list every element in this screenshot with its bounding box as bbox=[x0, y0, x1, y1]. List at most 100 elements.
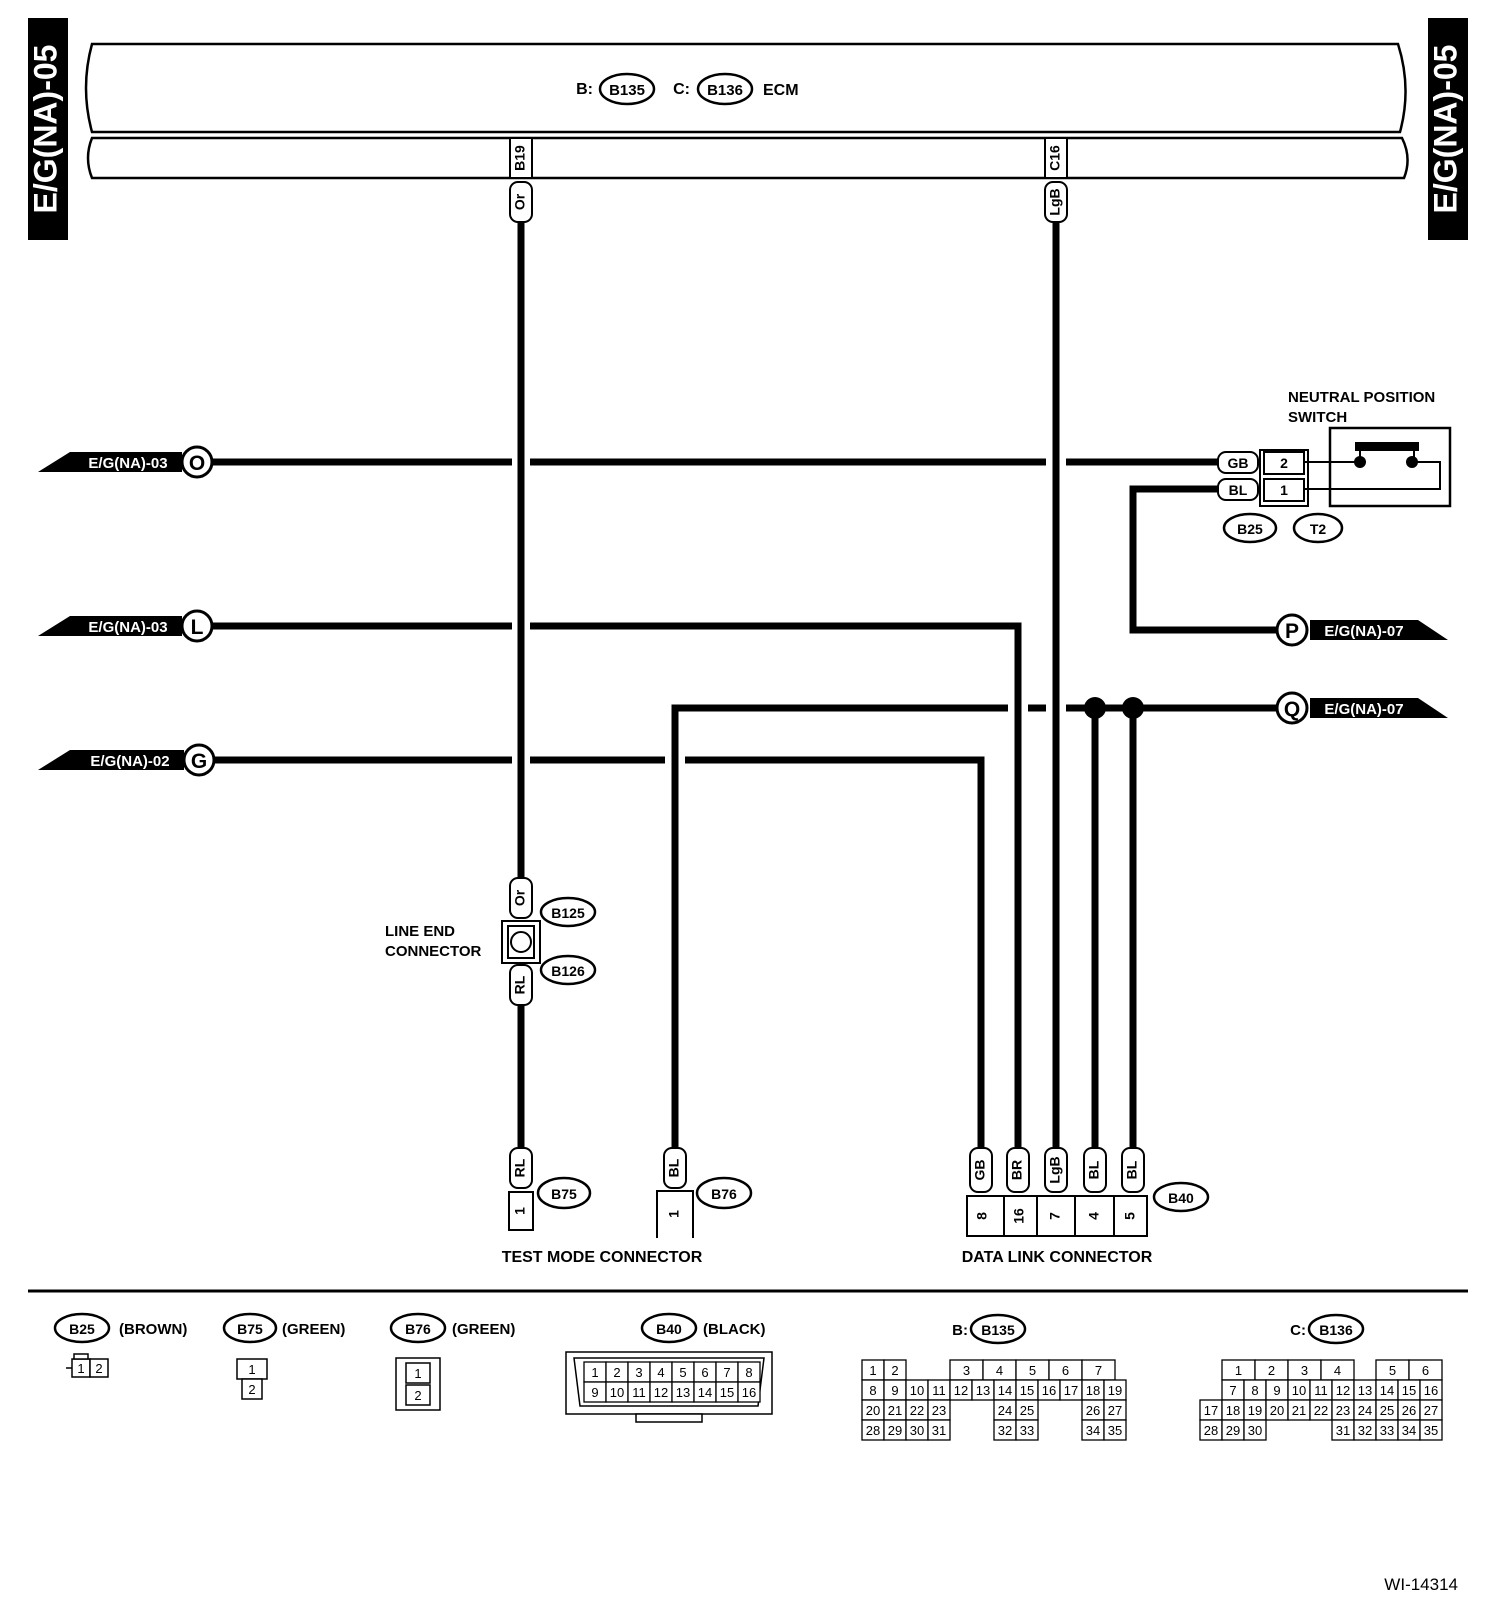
legend-b135-pin-5: 5 bbox=[1029, 1363, 1036, 1378]
legend-b136-pin-24: 24 bbox=[1358, 1403, 1372, 1418]
legend-b136-pin-26: 26 bbox=[1402, 1403, 1416, 1418]
dlc-wire-bl-5: BL bbox=[1124, 1160, 1140, 1179]
data-link-connector: GB BR LgB BL BL 8 16 7 4 5 B40 DATA LINK… bbox=[962, 1147, 1210, 1266]
legend-b40-pin-16: 16 bbox=[742, 1385, 756, 1400]
legend-b40-id: B40 bbox=[656, 1321, 682, 1337]
legend-b136-pin-12: 12 bbox=[1336, 1383, 1350, 1398]
offpage-right-p: E/G(NA)-07 P bbox=[1275, 613, 1448, 647]
legend-b40-pin-13: 13 bbox=[676, 1385, 690, 1400]
legend-b40-pin-1: 1 bbox=[591, 1365, 598, 1380]
legend-b135-pin-29: 29 bbox=[888, 1423, 902, 1438]
legend-b135-pin-35: 35 bbox=[1108, 1423, 1122, 1438]
legend-b136-pin-6: 6 bbox=[1422, 1363, 1429, 1378]
legend-b136-pin-15: 15 bbox=[1402, 1383, 1416, 1398]
legend-b135-pin-10: 10 bbox=[910, 1383, 924, 1398]
ecm-unit: B: B135 C: B136 ECM B19 C16 bbox=[84, 42, 1409, 180]
offpage-p-marker: P bbox=[1285, 620, 1299, 643]
neutral-wire-gb: GB bbox=[1228, 455, 1249, 471]
offpage-left-g: E/G(NA)-02 G bbox=[38, 743, 216, 777]
dlc-wire-lgb: LgB bbox=[1047, 1156, 1063, 1183]
legend-b40-pin-9: 9 bbox=[591, 1385, 598, 1400]
legend-b75: B75 (GREEN) 1 2 bbox=[222, 1312, 345, 1400]
legend-b135-pin-4: 4 bbox=[996, 1363, 1003, 1378]
neutral-connector-t2: T2 bbox=[1310, 521, 1327, 537]
line-end-label-2: CONNECTOR bbox=[385, 943, 482, 960]
legend-b135-pin-1: 1 bbox=[869, 1363, 876, 1378]
legend-b136-pin-9: 9 bbox=[1273, 1383, 1280, 1398]
b75-pin-1: 1 bbox=[512, 1207, 528, 1215]
ecm-pin-c16: C16 bbox=[1047, 145, 1063, 171]
legend-b136-pin-32: 32 bbox=[1358, 1423, 1372, 1438]
legend-b40-pin-10: 10 bbox=[610, 1385, 624, 1400]
wires bbox=[212, 222, 1278, 1148]
legend-b135-prefix: B: bbox=[952, 1322, 968, 1339]
b76-connector: B76 bbox=[711, 1186, 737, 1202]
test-mode-label: TEST MODE CONNECTOR bbox=[502, 1249, 703, 1266]
dlc-pin-5: 5 bbox=[1122, 1212, 1138, 1220]
dlc-wire-bl-4: BL bbox=[1086, 1160, 1102, 1179]
legend-b135-pin-18: 18 bbox=[1086, 1383, 1100, 1398]
wire-tag-c16: LgB bbox=[1047, 188, 1063, 215]
ecm-label: ECM bbox=[763, 82, 799, 99]
ecm-pin-b19: B19 bbox=[512, 145, 528, 171]
legend-b135-pin-33-cell bbox=[1015, 1419, 1039, 1441]
legend-b135-pin-8: 8 bbox=[869, 1383, 876, 1398]
legend-b135-pin-24: 24 bbox=[998, 1403, 1012, 1418]
legend-b136-pin-16: 16 bbox=[1424, 1383, 1438, 1398]
legend-b135-pin-30: 30 bbox=[910, 1423, 924, 1438]
legend-b136-pin-14: 14 bbox=[1380, 1383, 1394, 1398]
legend-b136-pin-33: 33 bbox=[1380, 1423, 1394, 1438]
b75-connector: B75 bbox=[551, 1186, 577, 1202]
legend-b136-pin-35: 35 bbox=[1424, 1423, 1438, 1438]
legend-b40-pin-14: 14 bbox=[698, 1385, 712, 1400]
legend-b135-pin-27: 27 bbox=[1108, 1403, 1122, 1418]
legend-b136-pin-10: 10 bbox=[1292, 1383, 1306, 1398]
page-tag-left: E/G(NA)-05 bbox=[27, 18, 68, 240]
legend-b135-pin-19: 19 bbox=[1108, 1383, 1122, 1398]
legend-b136-pin-28: 28 bbox=[1204, 1423, 1218, 1438]
ecm-c-prefix: C: bbox=[673, 81, 690, 98]
legend-b40-pin-3: 3 bbox=[635, 1365, 642, 1380]
legend-b136-pin-8: 8 bbox=[1251, 1383, 1258, 1398]
ecm-c-connector: B136 bbox=[707, 82, 743, 99]
legend-b135-pin-3: 3 bbox=[963, 1363, 970, 1378]
ecm-wire-tags: Or LgB bbox=[509, 181, 1068, 223]
legend-b136-pin-21: 21 bbox=[1292, 1403, 1306, 1418]
legend-b135-pin-14: 14 bbox=[998, 1383, 1012, 1398]
line-end-connector-b126: B126 bbox=[551, 963, 585, 979]
line-end-connector: Or RL LINE END CONNECTOR B125 B126 bbox=[385, 877, 597, 1006]
b76-pin-1: 1 bbox=[666, 1210, 682, 1218]
legend-b40-pin-8: 8 bbox=[745, 1365, 752, 1380]
legend-b135-pin-34: 34 bbox=[1086, 1423, 1100, 1438]
offpage-q-ref: E/G(NA)-07 bbox=[1324, 701, 1403, 718]
neutral-switch-label-2: SWITCH bbox=[1288, 409, 1347, 426]
legend-b25-id: B25 bbox=[69, 1321, 95, 1337]
legend-b136-pin-18: 18 bbox=[1226, 1403, 1240, 1418]
legend-b40-pin-7: 7 bbox=[723, 1365, 730, 1380]
legend-b135-pin-31: 31 bbox=[932, 1423, 946, 1438]
data-link-label: DATA LINK CONNECTOR bbox=[962, 1249, 1153, 1266]
offpage-left-l: E/G(NA)-03 L bbox=[38, 609, 214, 643]
offpage-o-marker: O bbox=[189, 452, 205, 475]
legend-b136-prefix: C: bbox=[1290, 1322, 1306, 1339]
page-tag-right-text: E/G(NA)-05 bbox=[1427, 45, 1463, 214]
legend-b40-pin-15: 15 bbox=[720, 1385, 734, 1400]
legend-b135-pin-31-cell bbox=[927, 1419, 951, 1441]
legend-b135-pin-11: 11 bbox=[932, 1383, 946, 1398]
legend-b40-color: (BLACK) bbox=[703, 1321, 765, 1338]
legend-b136-id: B136 bbox=[1319, 1322, 1353, 1338]
legend-b136-pin-3: 3 bbox=[1301, 1363, 1308, 1378]
line-end-connector-b125: B125 bbox=[551, 905, 585, 921]
legend-b135-pin-15: 15 bbox=[1020, 1383, 1034, 1398]
b76-wire-bl: BL bbox=[666, 1158, 682, 1177]
neutral-wire-bl: BL bbox=[1229, 482, 1248, 498]
legend-b135-pin-7: 7 bbox=[1095, 1363, 1102, 1378]
legend-b135-pin-23: 23 bbox=[932, 1403, 946, 1418]
legend-b136-pin-29: 29 bbox=[1226, 1423, 1240, 1438]
legend-b136-pin-31: 31 bbox=[1336, 1423, 1350, 1438]
neutral-connector-b25: B25 bbox=[1237, 521, 1263, 537]
legend-b135-pin-16: 16 bbox=[1042, 1383, 1056, 1398]
offpage-left-o: E/G(NA)-03 O bbox=[38, 445, 214, 479]
